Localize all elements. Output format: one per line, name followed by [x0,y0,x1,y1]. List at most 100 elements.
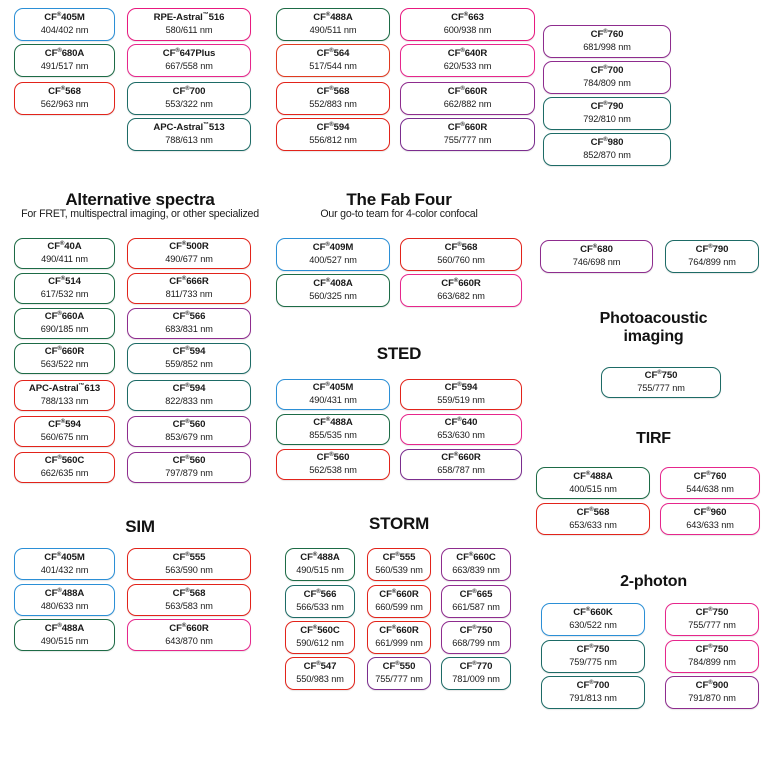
dye-spectra: 401/432 nm [40,564,89,575]
dye-spectra: 490/431 nm [309,395,357,406]
dye-name: CF®560 [172,419,206,431]
dye-name: CF®405M [44,12,85,24]
dye-spectra: 759/775 nm [569,657,617,668]
dye-name: CF®660C [456,552,496,564]
dye-name: CF®568 [576,506,610,519]
dye-name: CF®560 [172,455,206,467]
dye-name: CF®488A [44,587,85,600]
dye-name: CF®594 [172,346,206,358]
trademark-symbol: ® [181,276,187,283]
dye-spectra: 755/777 nm [375,674,423,685]
dye-spectra: 560/760 nm [437,255,485,266]
trademark-symbol: ® [60,276,66,283]
trademark-symbol: ™ [202,12,209,19]
dye-name: CF®660R [441,278,481,290]
dye-name: CF®488A [573,470,613,483]
dye-name: CF®566 [303,589,337,601]
dye-spectra: 550/983 nm [296,674,344,685]
dye-name: CF®547 [303,661,337,673]
section-title-fab-four: The Fab Four [346,190,452,209]
dye-spectra: 683/831 nm [165,324,213,335]
dye-spectra: 643/633 nm [686,519,734,530]
trademark-symbol: ® [453,452,459,459]
trademark-symbol: ® [325,382,330,389]
